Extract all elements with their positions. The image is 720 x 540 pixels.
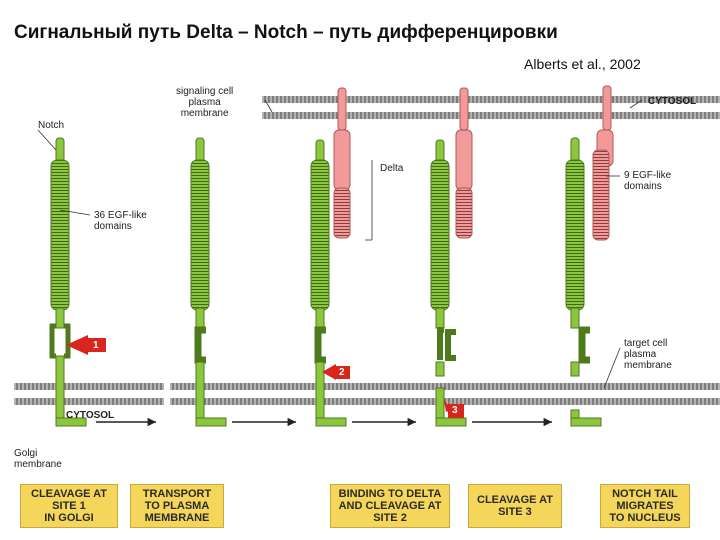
site-2-number: 2 xyxy=(339,367,345,378)
notch-receptor-5 xyxy=(565,137,602,427)
step-5-badge: NOTCH TAIL MIGRATES TO NUCLEUS xyxy=(600,484,690,528)
egf-delta-label: 9 EGF-like domains xyxy=(624,170,672,192)
target-membrane-label: target cell plasma membrane xyxy=(624,338,672,371)
notch-label: Notch xyxy=(38,120,65,131)
step-3-badge: BINDING TO DELTA AND CLEAVAGE AT SITE 2 xyxy=(330,484,450,528)
step-2-badge: TRANSPORT TO PLASMA MEMBRANE xyxy=(130,484,224,528)
signaling-membrane-label: signaling cell plasma membrane xyxy=(176,86,234,119)
site-3-arrow xyxy=(444,400,464,418)
delta-ligand-3 xyxy=(592,85,614,241)
notch-receptor-2 xyxy=(190,137,227,427)
slide-title: Сигнальный путь Delta – Notch – путь диф… xyxy=(14,22,558,43)
step-1-badge: CLEAVAGE AT SITE 1 IN GOLGI xyxy=(20,484,118,528)
delta-ligand-2 xyxy=(455,87,473,239)
signaling-cell-membrane xyxy=(262,96,720,119)
delta-ligand-1 xyxy=(333,87,351,239)
leader-lines xyxy=(37,99,643,389)
golgi-membrane-label: Golgi membrane xyxy=(14,448,62,470)
cytosol-top-label: CYTOSOL xyxy=(648,96,697,107)
notch-receptor-1 xyxy=(49,137,87,427)
cytosol-bottom-label: CYTOSOL xyxy=(66,410,115,421)
egf-notch-label: 36 EGF-like domains xyxy=(94,210,147,232)
site-1-arrow xyxy=(66,335,106,355)
delta-label: Delta xyxy=(380,163,404,174)
site-3-number: 3 xyxy=(452,405,458,416)
site-2-arrow xyxy=(322,364,350,380)
citation: Alberts et al., 2002 xyxy=(524,56,641,72)
golgi-membrane xyxy=(14,383,164,405)
step-4-badge: CLEAVAGE AT SITE 3 xyxy=(468,484,562,528)
notch-receptor-3 xyxy=(310,139,347,427)
notch-receptor-4 xyxy=(430,139,467,427)
site-1-number: 1 xyxy=(93,340,99,351)
